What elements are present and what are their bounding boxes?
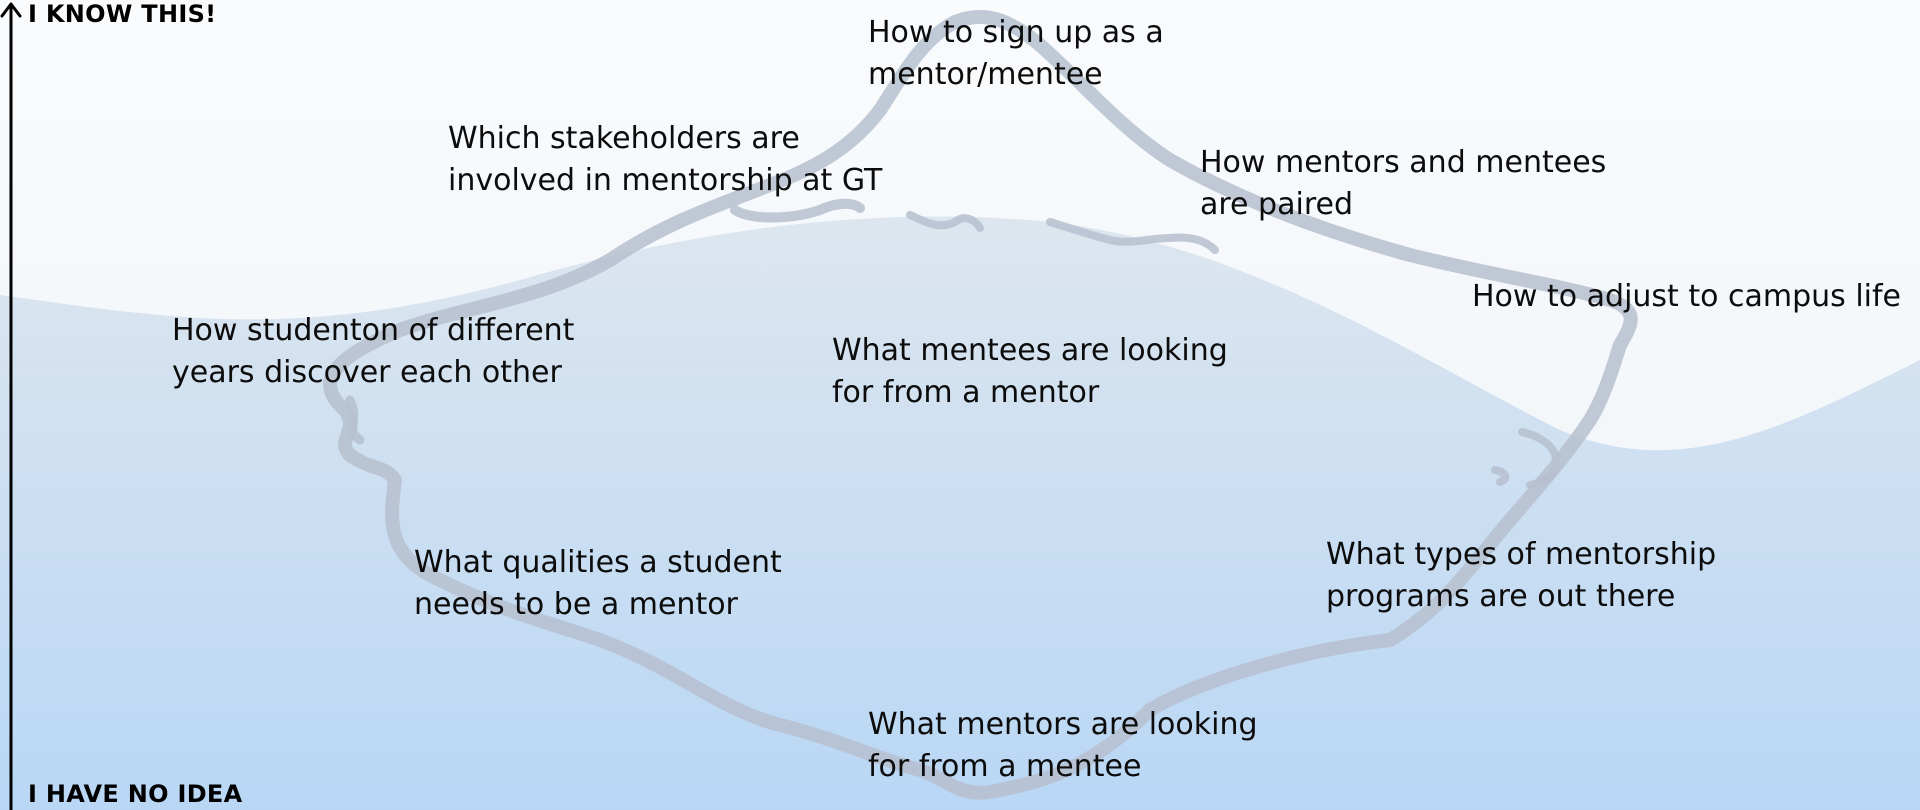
- axis-bottom-label: I HAVE NO IDEA: [28, 780, 243, 808]
- note-stakeholders: Which stakeholders are involved in mento…: [448, 121, 883, 198]
- note-mentees-looking: What mentees are looking for from a ment…: [832, 333, 1228, 410]
- axis-top-label: I KNOW THIS!: [28, 0, 217, 28]
- note-qualities: What qualities a student needs to be a m…: [414, 545, 782, 622]
- iceberg-outline: [323, 9, 1638, 800]
- note-program-types: What types of mentorship programs are ou…: [1326, 537, 1717, 614]
- note-discover: How studenton of different years discove…: [172, 313, 575, 390]
- note-sign-up: How to sign up as a mentor/mentee: [868, 15, 1164, 92]
- vertical-axis: [0, 2, 22, 810]
- axis-arrow-head: [0, 2, 22, 18]
- note-campus-life: How to adjust to campus life: [1472, 279, 1902, 314]
- note-mentors-looking: What mentors are looking for from a ment…: [868, 707, 1258, 784]
- note-paired: How mentors and mentees are paired: [1200, 145, 1607, 222]
- water: [0, 216, 1920, 810]
